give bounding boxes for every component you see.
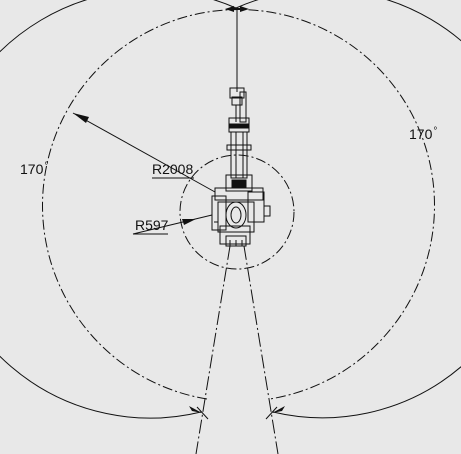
angle-value-left: 170	[20, 161, 44, 177]
top-arrow-right	[240, 6, 249, 12]
bottom-right-arrow	[272, 406, 285, 413]
max-radius-leader	[72, 112, 216, 193]
angle-value-right: 170	[409, 126, 433, 142]
max-radius-label: R2008	[152, 161, 194, 177]
degree-symbol-left: °	[44, 161, 49, 172]
angle-label-left: 170°	[20, 161, 49, 177]
min-radius-arrowhead	[182, 219, 196, 225]
min-reach-circle	[179, 154, 295, 270]
degree-symbol-right: °	[433, 126, 438, 137]
min-radius-leader	[132, 214, 213, 235]
max-radius-arrowhead	[73, 113, 89, 123]
outer-angle-arc-left	[0, 0, 237, 419]
outer-angle-arc-right	[235, 0, 461, 419]
limit-line-right	[243, 245, 279, 454]
max-reach-arc	[42, 9, 435, 400]
robot-top-view	[211, 87, 271, 247]
limit-line-left	[195, 245, 231, 454]
angle-label-right: 170°	[409, 126, 438, 142]
min-radius-label: R597	[135, 217, 169, 233]
bottom-left-arrow	[189, 406, 202, 413]
top-arrow-left	[225, 6, 234, 12]
